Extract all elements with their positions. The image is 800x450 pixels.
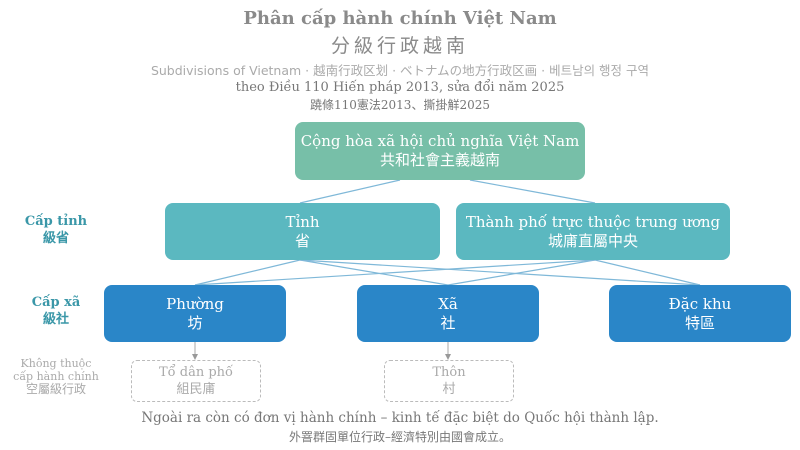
node-label-han: 組民庯	[176, 382, 216, 397]
node-label: Cộng hòa xã hội chủ nghĩa Việt Nam	[300, 132, 580, 150]
page-title-han: 分級行政越南	[330, 35, 469, 57]
level-label: Cấp tỉnh	[24, 214, 88, 229]
level-label-han: 級省	[42, 231, 69, 246]
level-label-han: 級社	[42, 312, 69, 327]
node-label: Phường	[166, 294, 224, 313]
subtitle: Subdivisions of Vietnam · 越南行政区划 · ベトナムの…	[150, 63, 650, 78]
level-label: Cấp xã	[31, 295, 81, 310]
node-label-han: 特區	[684, 313, 715, 332]
node-label: Đặc khu	[668, 294, 732, 313]
node-residential-group: Tổ dân phố 組民庯	[131, 360, 261, 402]
legal-basis: theo Điều 110 Hiến pháp 2013, sửa đổi nă…	[235, 80, 565, 95]
node-village: Thôn 村	[384, 360, 514, 402]
level-label-han: 空屬級行政	[25, 382, 86, 396]
node-label: Tổ dân phố	[159, 365, 233, 380]
node-label: Thôn	[432, 365, 466, 380]
legal-basis-han: 蹺條110憲法2013、撕掛觧2025	[310, 98, 490, 112]
node-label: Thành phố trực thuộc trung ương	[465, 212, 721, 231]
node-label-han: 村	[442, 382, 456, 397]
node-label-han: 城庯直屬中央	[547, 231, 638, 250]
node-label-han: 省	[294, 231, 310, 250]
level-label-province: Cấp tỉnh 級省	[0, 213, 112, 247]
level-label-commune: Cấp xã 級社	[0, 294, 112, 328]
node-label-han: 共和社會主義越南	[379, 151, 500, 169]
node-label: Xã	[438, 294, 458, 313]
footer-note: Ngoài ra còn có đơn vị hành chính – kinh…	[141, 410, 659, 426]
node-label: Tỉnh	[285, 212, 320, 231]
footer-note-han: 外罯群固單位行政–經濟特別由國會成立。	[288, 430, 511, 444]
page-title: Phân cấp hành chính Việt Nam	[243, 8, 557, 29]
node-label-han: 社	[440, 313, 456, 332]
node-label-han: 坊	[187, 313, 203, 332]
level-label: Không thuộc cấp hành chính	[13, 357, 99, 383]
